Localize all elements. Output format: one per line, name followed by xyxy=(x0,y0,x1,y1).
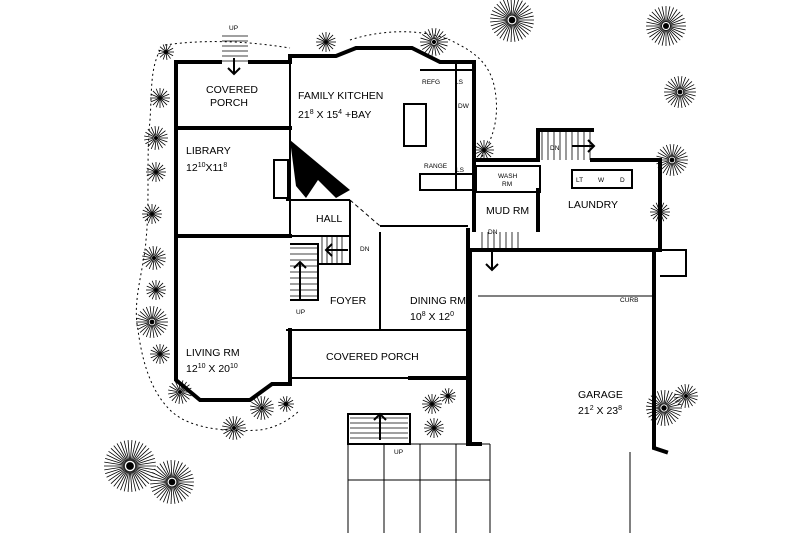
dn-label-top: DN xyxy=(550,145,560,152)
library-label: LIBRARY xyxy=(186,145,231,157)
shrub-icon xyxy=(150,344,170,364)
curb-label: CURB xyxy=(620,297,638,304)
dn-label-hall: DN xyxy=(360,246,370,253)
shrub-icon xyxy=(424,418,444,438)
dining-label: DINING RM xyxy=(410,295,466,307)
shrub-icon xyxy=(656,144,688,176)
ls-bottom-label: LS xyxy=(456,167,465,174)
up-label-foyer: UP xyxy=(296,309,305,316)
room-labels: UP COVERED PORCH FAMILY KITCHEN 218 X 15… xyxy=(186,25,638,456)
foyer-label: FOYER xyxy=(330,295,367,307)
covered-porch-front-label: COVERED PORCH xyxy=(326,351,419,363)
shrub-icon xyxy=(646,6,686,46)
d-label: D xyxy=(620,177,625,184)
hall-label: HALL xyxy=(316,213,342,225)
landscaping xyxy=(104,0,698,504)
up-label-top: UP xyxy=(229,25,238,32)
shrub-icon xyxy=(142,246,166,270)
shrub-icon xyxy=(146,280,166,300)
shrub-icon xyxy=(146,162,166,182)
shrub-icon xyxy=(142,204,162,224)
shrub-icon xyxy=(150,460,194,504)
shrub-icon xyxy=(104,440,156,492)
shrub-icon xyxy=(422,394,442,414)
mud-room-label: MUD RM xyxy=(486,205,529,217)
arrow-icon xyxy=(324,243,348,257)
garage-dims: 212 X 238 xyxy=(578,405,622,417)
w-label: W xyxy=(598,177,605,184)
ls-top-label: LS xyxy=(455,79,464,86)
family-kitchen-label: FAMILY KITCHEN xyxy=(298,90,383,102)
shrub-icon xyxy=(158,44,174,60)
arrow-icons xyxy=(227,58,596,440)
arrow-icon xyxy=(373,412,387,440)
covered-porch-top-line1: COVERED xyxy=(206,84,258,96)
arrow-icon xyxy=(293,260,307,300)
shrub-icon xyxy=(316,32,336,52)
shrub-icon xyxy=(150,88,170,108)
lt-label: LT xyxy=(576,177,583,184)
garage-label: GARAGE xyxy=(578,389,623,401)
range-label: RANGE xyxy=(424,163,448,170)
wash-room-line1: WASH xyxy=(498,173,518,180)
shrub-icon xyxy=(664,76,696,108)
shrub-icon xyxy=(136,306,168,338)
arrow-icon xyxy=(485,248,499,272)
living-dims: 1210 X 2010 xyxy=(186,363,238,375)
hedge-outline xyxy=(135,49,301,432)
shrub-icon xyxy=(222,416,246,440)
shrub-icon xyxy=(420,28,448,56)
arrow-icon xyxy=(227,58,241,76)
shrub-icon xyxy=(278,396,294,412)
shrub-icon xyxy=(474,140,494,160)
shrub-icon xyxy=(144,126,168,150)
up-label-front: UP xyxy=(394,449,403,456)
library-dims: 1210X118 xyxy=(186,162,227,174)
living-label: LIVING RM xyxy=(186,347,240,359)
covered-porch-top-line2: PORCH xyxy=(210,97,248,109)
arrow-icon xyxy=(572,139,596,153)
shrub-icon xyxy=(646,390,682,426)
refg-label: REFG xyxy=(422,79,440,86)
dining-dims: 108 X 120 xyxy=(410,311,454,323)
shrub-icon xyxy=(490,0,534,42)
family-kitchen-dims: 218 X 154 +BAY xyxy=(298,109,371,121)
laundry-label: LAUNDRY xyxy=(568,199,618,211)
shrub-icon xyxy=(674,384,698,408)
shrub-icon xyxy=(250,396,274,420)
shrub-group xyxy=(104,0,698,504)
exterior-walls xyxy=(174,46,687,533)
dw-label: DW xyxy=(458,103,470,110)
shrub-icon xyxy=(440,388,456,404)
dn-label-mud: DN xyxy=(488,229,498,236)
wash-room-line2: RM xyxy=(502,181,512,188)
